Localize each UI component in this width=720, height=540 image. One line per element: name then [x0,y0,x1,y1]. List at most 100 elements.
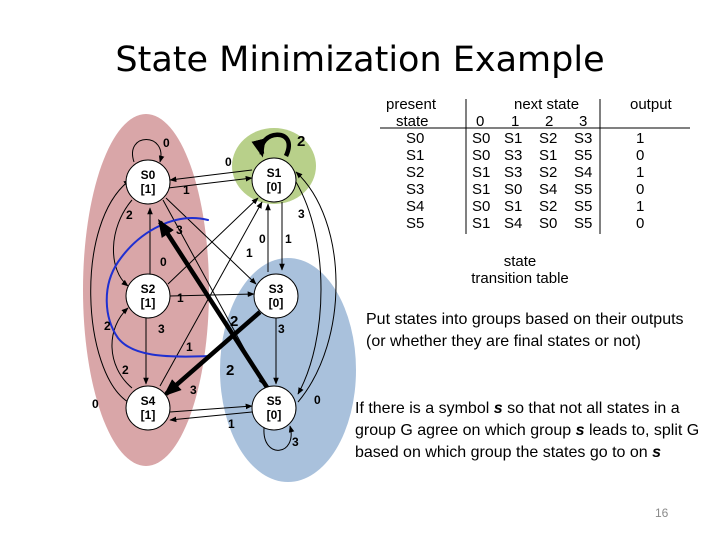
row-output: 1 [636,164,645,181]
edge-label: 0 [225,155,232,169]
row-next-state: S0 [472,198,491,215]
state-name: S2 [141,282,156,296]
state-output: [0] [267,180,282,194]
grouping-rule-text: Put states into groups based on their ou… [366,311,684,350]
row-output: 1 [636,198,645,215]
edge-label: 3 [278,322,285,336]
input-header: 0 [476,113,485,130]
transition-s1-s0 [169,169,253,183]
row-output: 0 [636,147,645,164]
edge-label: 0 [92,397,99,411]
output-0-group [220,258,356,482]
transition-s0-s1 [167,175,253,189]
page-number: 16 [655,506,669,520]
input-header: 3 [579,113,588,130]
slide-title: State Minimization Example [115,40,605,80]
row-present-state: S3 [406,181,425,198]
edge-label: 2 [297,133,305,150]
state-s4: S4 [1] [125,385,171,431]
transition-s2-s1 [167,197,259,285]
highlight-s3-s4 [163,310,262,397]
edge-label: 0 [160,255,167,269]
highlight-s1-s1 [251,132,291,158]
state-output: [0] [269,296,284,310]
row-next-state: S5 [574,181,593,198]
row-next-state: S1 [472,164,491,181]
transition-s5-s5 [263,425,295,451]
row-next-state: S4 [574,164,593,181]
edge-label: 0 [259,232,266,246]
table-caption: state transition table [440,253,600,287]
state-s0: S0 [1] [125,159,171,205]
row-present-state: S2 [406,164,425,181]
row-next-state: S2 [539,198,558,215]
row-next-state: S1 [472,215,491,232]
edge-label: 1 [285,232,292,246]
edge-label: 0 [314,393,321,407]
transition-s4-s2 [111,307,133,389]
transition-s4-s1 [159,201,263,387]
row-next-state: S5 [574,215,593,232]
state-s3: S3 [0] [253,273,299,319]
edge-label: 3 [298,207,305,221]
state-name: S0 [141,168,156,182]
edge-label: 2 [230,313,238,330]
row-next-state: S3 [504,147,523,164]
edge-label: 2 [226,362,234,379]
transition-s4-s5 [169,403,253,413]
edge-label: 3 [158,322,165,336]
row-next-state: S5 [574,198,593,215]
edge-label: 3 [176,223,183,237]
state-name: S1 [267,166,282,180]
header-present: present [386,96,437,113]
caption-line: state [503,253,537,270]
state-s5: S5 [0] [251,385,297,431]
transition-s0-s0 [132,139,165,163]
edge-label: 2 [126,208,133,222]
transition-s5-s4 [169,411,253,423]
row-next-state: S0 [504,181,523,198]
input-header: 2 [545,113,554,130]
row-output: 0 [636,181,645,198]
transition-s0-s2 [112,199,133,287]
row-present-state: S4 [406,198,425,215]
state-name: S3 [269,282,284,296]
row-next-state: S2 [539,164,558,181]
row-next-state: S1 [472,181,491,198]
transition-s1-s5 [295,181,322,395]
state-s2: S2 [1] [125,273,171,319]
header-next-state: next state [514,96,580,113]
row-next-state: S1 [539,147,558,164]
transition-s5-s1 [295,171,337,403]
state-output: [1] [141,182,156,196]
edge-label: 1 [246,246,253,260]
state-output: [0] [267,408,282,422]
header-output: output [630,96,672,113]
row-next-state: S0 [472,130,491,147]
row-present-state: S1 [406,147,425,164]
transition-s2-s3 [169,291,255,297]
row-present-state: S5 [406,215,425,232]
row-next-state: S4 [504,215,523,232]
row-next-state: S3 [504,164,523,181]
header-state: state [396,113,429,130]
caption-line: transition table [471,270,569,287]
transition-s4-s0 [90,179,131,403]
edge-label: 1 [228,417,235,431]
row-next-state: S3 [574,130,593,147]
edge-label: 2 [122,363,129,377]
row-next-state: S0 [472,147,491,164]
row-output: 1 [636,130,645,147]
state-name: S5 [267,394,282,408]
state-output: [1] [141,408,156,422]
edge-label: 2 [104,319,111,333]
state-s1: S1 [0] [251,157,297,203]
row-present-state: S0 [406,130,425,147]
row-next-state: S1 [504,198,523,215]
row-next-state: S5 [574,147,593,164]
edge-label: 3 [190,383,197,397]
input-header: 1 [511,113,520,130]
transition-s0-s3 [165,197,257,285]
edge-label: 3 [292,435,299,449]
